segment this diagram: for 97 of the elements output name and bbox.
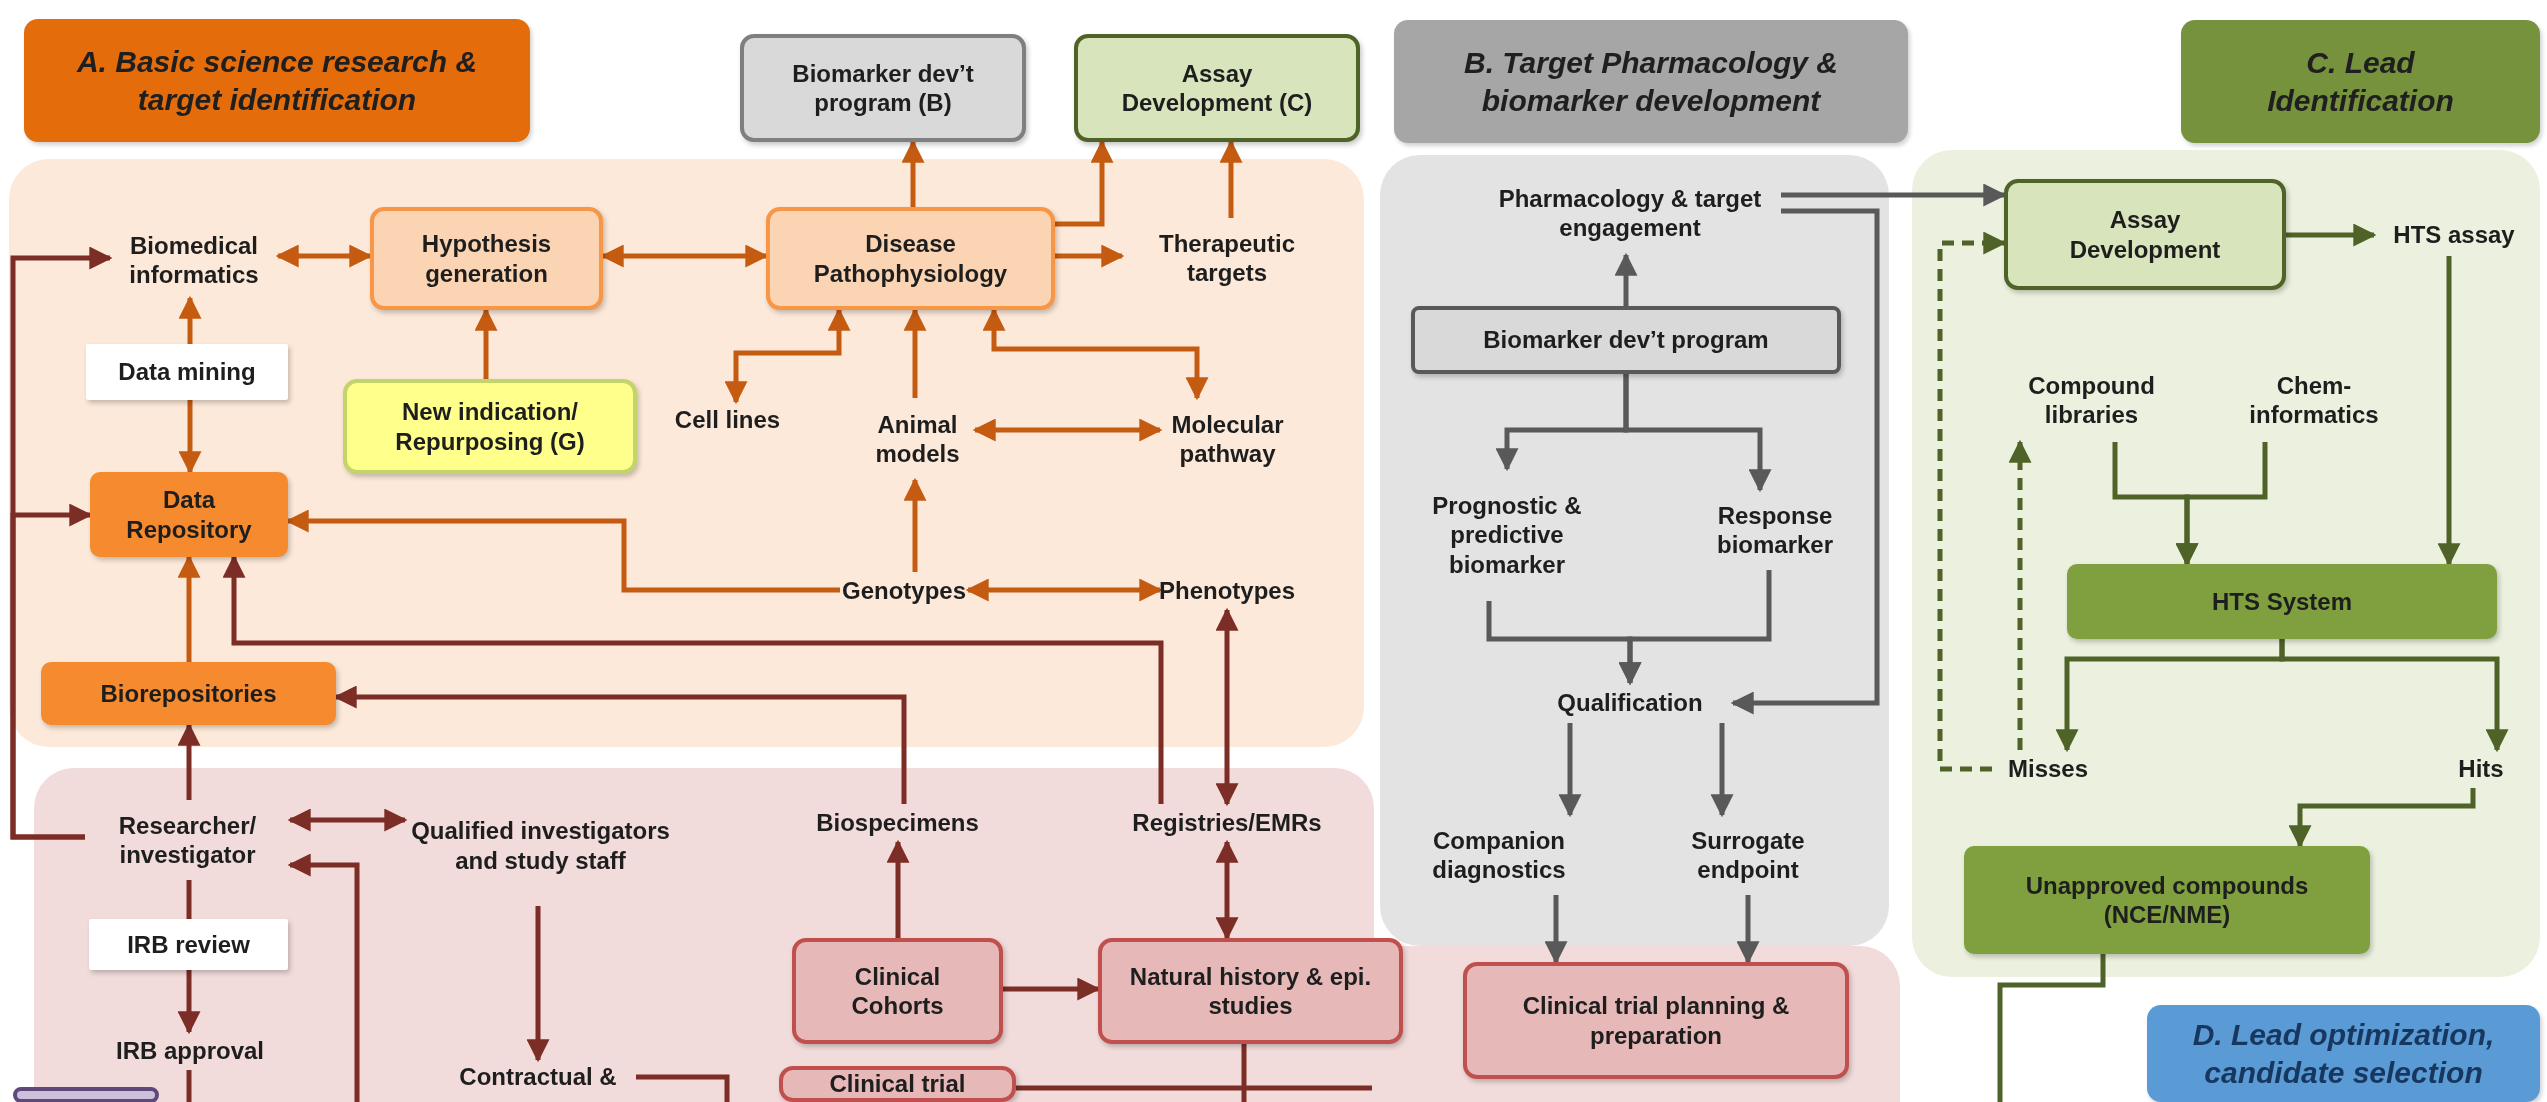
arrow: [972, 418, 1163, 442]
process-box: HTS System: [2067, 564, 2497, 639]
arrow: [275, 244, 373, 268]
section-heading: B. Target Pharmacology & biomarker development: [1394, 20, 1908, 143]
arrow: [1614, 252, 1638, 306]
node-label: Qualified investigators and study staff: [405, 785, 676, 906]
process-box: New indication/ Repurposing (G): [343, 379, 637, 474]
arrow: [177, 554, 201, 662]
arrow: [1219, 139, 1243, 218]
section-heading: D. Lead optimization, candidate selection: [2147, 1005, 2540, 1102]
arrow: [333, 685, 907, 804]
node-label: HTS assay: [2374, 214, 2534, 256]
node-label: Biospecimens: [815, 804, 980, 842]
process-box: Clinical trial planning & preparation: [1463, 962, 1849, 1079]
connector-line: [1241, 1044, 1247, 1102]
node-label: Compound libraries: [2004, 358, 2179, 442]
process-box: Clinical trial: [779, 1066, 1016, 1102]
node-label: Response biomarker: [1695, 490, 1855, 570]
process-box: Assay Development (C): [1074, 34, 1360, 142]
arrow: [526, 906, 550, 1063]
node-label: Genotypes: [840, 572, 968, 610]
arrow: [287, 808, 408, 832]
arrow: [1623, 374, 1772, 493]
node-label: Contractual &: [440, 1060, 636, 1094]
arrow: [1736, 895, 1760, 965]
section-heading: C. Lead Identification: [2181, 20, 2540, 143]
process-box: Natural history & epi. studies: [1098, 938, 1403, 1044]
arrow: [222, 554, 1164, 804]
arrow: [178, 295, 202, 344]
arrow: [965, 578, 1163, 602]
process-box: Disease Pathophysiology: [766, 207, 1055, 310]
data-box: Data Repository: [90, 472, 288, 557]
arrow: [903, 307, 927, 398]
connector-line: [1016, 1085, 1372, 1091]
note-box: Data mining: [86, 344, 288, 400]
arrow: [1618, 570, 1772, 686]
arrow: [1710, 723, 1734, 818]
process-box: Clinical Cohorts: [792, 938, 1003, 1044]
section-heading: A. Basic science research & target identification: [24, 19, 530, 142]
node-label: Misses: [1992, 750, 2104, 788]
node-label: Cell lines: [665, 402, 790, 438]
empty-box: [13, 1087, 159, 1102]
node-label: Phenotypes: [1160, 572, 1294, 610]
connector-line: [186, 1070, 192, 1102]
arrow: [2288, 788, 2476, 849]
process-box: Biomarker dev’t program: [1411, 306, 1841, 374]
arrow: [1055, 244, 1125, 268]
node-label: Prognostic & predictive biomarker: [1412, 469, 1602, 601]
node-label: Qualification: [1527, 683, 1733, 723]
node-label: Companion diagnostics: [1414, 815, 1584, 895]
arrow: [724, 307, 851, 405]
note-box: IRB review: [89, 919, 288, 970]
node-label: Therapeutic targets: [1122, 218, 1332, 298]
arrow: [178, 400, 202, 475]
arrow: [177, 970, 201, 1035]
arrow: [1730, 208, 1880, 715]
arrow: [2279, 639, 2509, 753]
arrow: [1781, 183, 2007, 207]
arrow: [1003, 977, 1101, 1001]
arrow: [1558, 723, 1582, 818]
arrow: [1055, 139, 1114, 227]
data-box: Biorepositories: [41, 662, 336, 725]
arrow: [901, 139, 925, 207]
process-box: Unapproved compounds (NCE/NME): [1964, 846, 2370, 954]
node-label: Registries/EMRs: [1107, 804, 1347, 842]
node-label: Biomedical informatics: [110, 222, 278, 298]
arrow: [982, 307, 1209, 401]
arrow: [903, 477, 927, 572]
connector-line: [186, 880, 192, 919]
node-label: Surrogate endpoint: [1668, 815, 1828, 895]
node-label: Hits: [2446, 750, 2516, 788]
arrow: [886, 839, 910, 938]
arrow: [1215, 607, 1239, 807]
connector-line: [1997, 954, 2106, 1102]
arrow: [474, 307, 498, 379]
node-label: Molecular pathway: [1160, 398, 1295, 480]
node-label: Animal models: [860, 398, 975, 480]
connector-line: [636, 1074, 730, 1102]
process-box: Hypothesis generation: [370, 207, 603, 310]
arrow: [2437, 256, 2461, 567]
node-label: Pharmacology & target engagement: [1479, 171, 1781, 255]
node-label: Researcher/ investigator: [85, 800, 290, 880]
arrow: [177, 722, 201, 800]
node-label: IRB approval: [105, 1032, 275, 1070]
process-box: Biomarker dev’t program (B): [740, 34, 1026, 142]
arrow: [285, 509, 840, 593]
arrow: [10, 503, 93, 840]
arrow: [1937, 231, 2007, 772]
arrow: [2175, 442, 2268, 567]
process-box: Assay Development: [2004, 179, 2286, 290]
node-label: Chem- informatics: [2234, 358, 2394, 442]
arrow: [2008, 439, 2032, 750]
arrow: [1215, 839, 1239, 941]
arrow: [600, 244, 769, 268]
arrow: [2286, 223, 2377, 247]
arrow: [1544, 895, 1568, 965]
arrow: [287, 853, 360, 1102]
